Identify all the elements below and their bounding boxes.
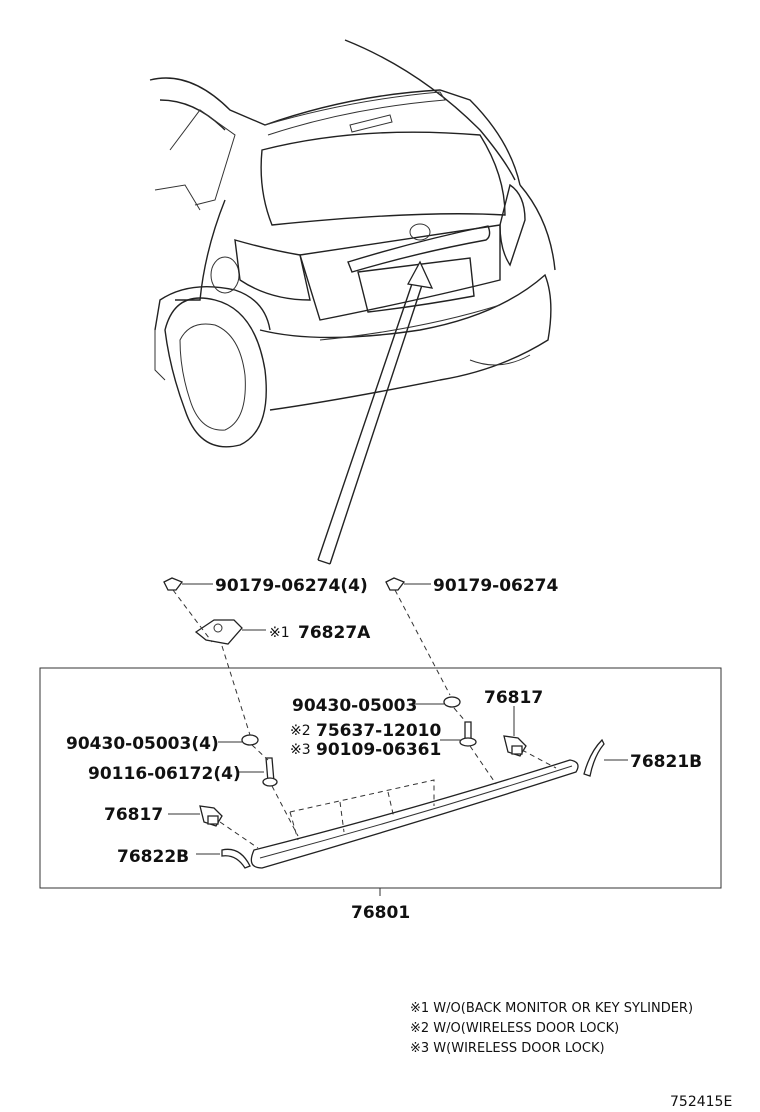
label-screw-part2: 75637-12010 — [316, 721, 442, 741]
label-bracket-part: 76827A — [298, 623, 371, 643]
label-screw-part3: 90109-06361 — [316, 740, 441, 760]
label-76817-left: 76817 — [104, 805, 163, 825]
clip-76817-right-icon — [503, 706, 527, 757]
clip-right-icon — [385, 577, 431, 591]
figure-id: 752415E — [670, 1094, 732, 1110]
installation-lines — [172, 589, 557, 896]
label-clip-left: 90179-06274(4) — [215, 576, 368, 596]
label-screw-mark2: ※2 — [290, 723, 311, 739]
cap-left-icon — [196, 848, 251, 869]
car-rear-illustration — [149, 39, 556, 448]
label-assembly: 76801 — [351, 903, 410, 923]
note-3: ※3 W(WIRELESS DOOR LOCK) — [410, 1041, 605, 1056]
clip-76817-left-icon — [168, 805, 223, 827]
label-cap-right: 76821B — [630, 752, 702, 772]
bracket-icon — [194, 619, 266, 645]
washer-left-icon — [218, 734, 259, 746]
note-1: ※1 W/O(BACK MONITOR OR KEY SYLINDER) — [410, 1001, 693, 1016]
screw-right-icon — [440, 721, 477, 747]
label-screw-mark3: ※3 — [290, 742, 311, 758]
label-bracket-mark: ※1 — [269, 625, 290, 641]
location-arrow — [317, 260, 434, 565]
garnish-assembly-icon — [250, 759, 579, 869]
label-cap-left: 76822B — [117, 847, 189, 867]
note-2: ※2 W/O(WIRELESS DOOR LOCK) — [410, 1021, 619, 1036]
label-washer-left: 90430-05003(4) — [66, 734, 219, 754]
clip-left-icon — [163, 577, 213, 591]
label-clip-right: 90179-06274 — [433, 576, 559, 596]
cap-right-icon — [583, 738, 628, 777]
washer-right-icon — [414, 696, 461, 708]
label-bolt-left: 90116-06172(4) — [88, 764, 241, 784]
label-washer-right: 90430-05003 — [292, 696, 417, 716]
bolt-left-icon — [238, 757, 278, 787]
label-76817-right: 76817 — [484, 688, 543, 708]
